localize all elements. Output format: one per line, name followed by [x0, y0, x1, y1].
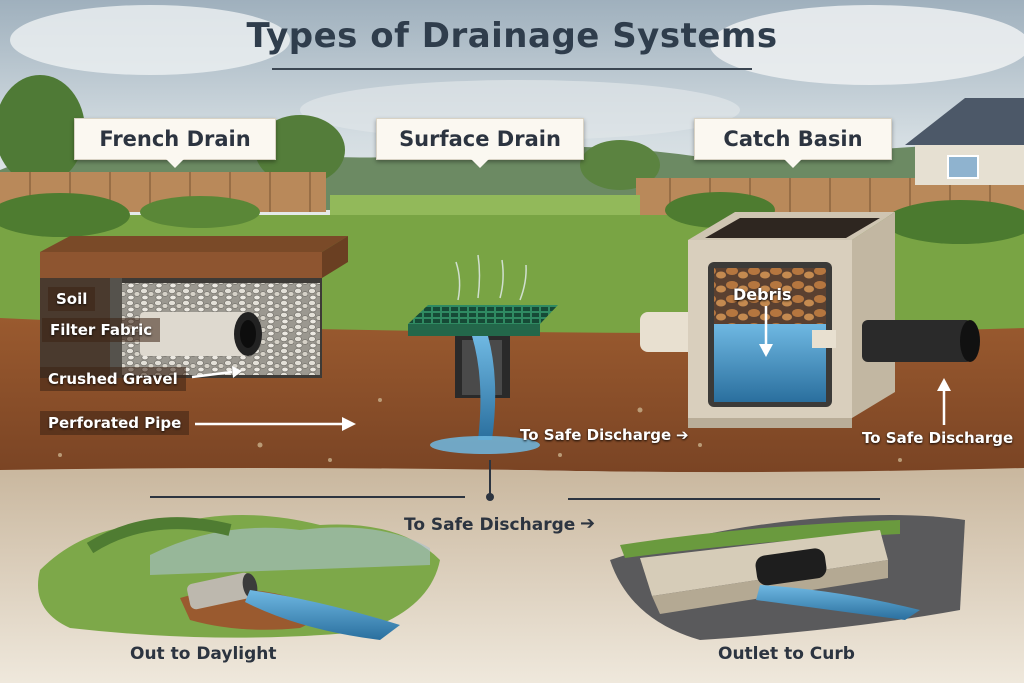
tree — [0, 75, 85, 185]
label-main-discharge: To Safe Discharge — [404, 515, 576, 535]
label-surface-discharge: To Safe Discharge — [520, 426, 672, 444]
tree — [580, 140, 660, 190]
catch-basin-diagram — [640, 212, 980, 428]
main-discharge-arrow-icon: ➔ — [580, 513, 596, 534]
daylight-outlet-diagram — [38, 515, 440, 640]
label-perforated-pipe: Perforated Pipe — [40, 411, 190, 435]
house-window — [947, 155, 979, 179]
house-roof — [905, 98, 1024, 145]
tree — [255, 115, 345, 185]
shrub — [140, 196, 260, 228]
label-soil: Soil — [48, 287, 96, 311]
sign-french-drain: French Drain — [74, 118, 276, 168]
shrub — [885, 200, 1024, 244]
cloud — [710, 5, 1024, 85]
label-debris: Debris — [733, 285, 792, 304]
surface-drain-diagram — [408, 254, 558, 454]
label-crushed-gravel: Crushed Gravel — [40, 367, 186, 391]
lawn-far — [330, 195, 640, 215]
shrub — [0, 193, 130, 237]
curb-outlet-diagram — [610, 515, 965, 640]
title-rule — [272, 68, 752, 70]
gravel-arrow — [191, 370, 233, 379]
sign-catch-basin: Catch Basin — [694, 118, 892, 168]
label-filter-fabric: Filter Fabric — [42, 318, 161, 342]
page-title: Types of Drainage Systems — [246, 16, 778, 56]
cloud — [10, 5, 290, 75]
label-outlet-to-curb: Outlet to Curb — [718, 644, 855, 664]
sign-surface-drain: Surface Drain — [376, 118, 584, 168]
label-catch-discharge: To Safe Discharge — [862, 429, 1014, 447]
label-out-to-daylight: Out to Daylight — [130, 644, 277, 664]
surface-discharge-arrow-icon: ➔ — [676, 426, 689, 444]
